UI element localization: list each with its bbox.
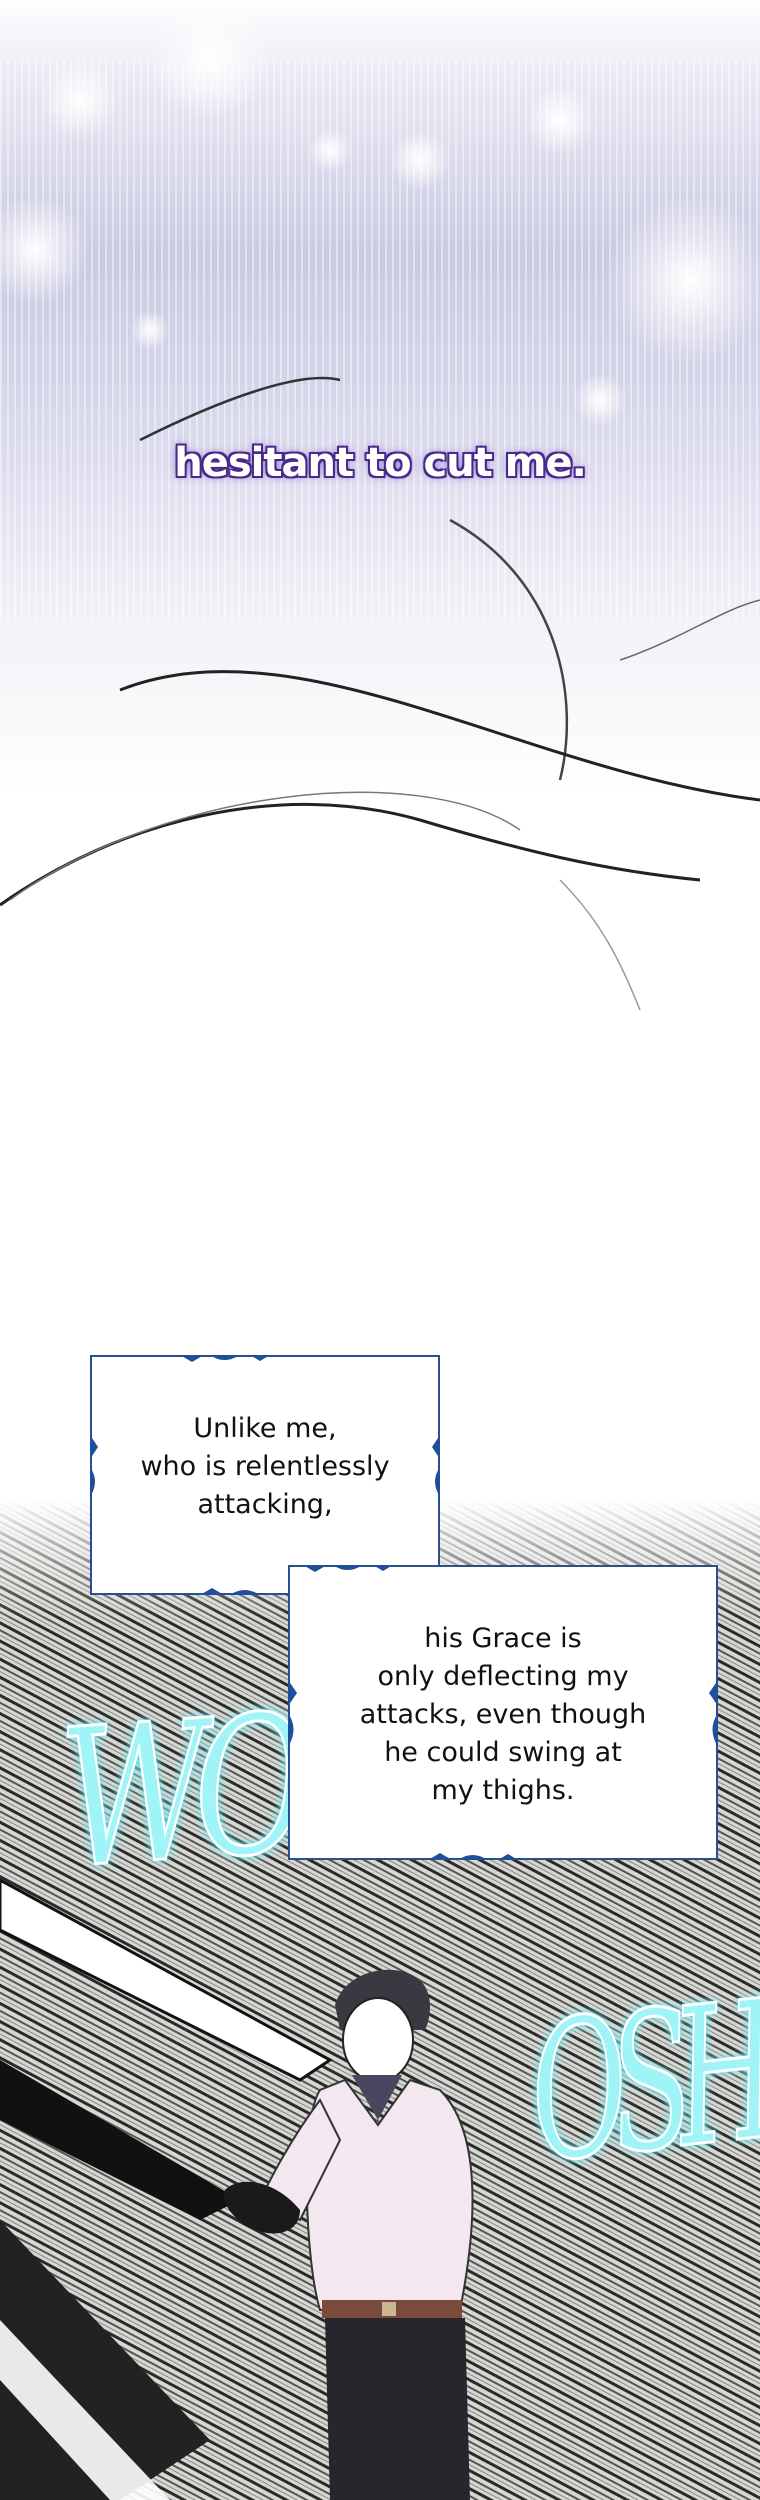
narration-2-line: my thighs.	[431, 1775, 575, 1806]
sky-background	[0, 0, 760, 1020]
narration-1-line: Unlike me,	[193, 1413, 337, 1444]
ornament-icon	[90, 1355, 440, 1595]
top-caption: hesitant to cut me.	[174, 440, 587, 486]
narration-2-line: he could swing at	[384, 1737, 622, 1768]
ornament-icon	[288, 1565, 718, 1860]
narration-2-line: attacks, even though	[359, 1699, 647, 1730]
character-figure	[223, 1969, 474, 2500]
top-panel	[0, 0, 760, 1020]
narration-2-line: his Grace is	[424, 1623, 582, 1654]
narration-2-line: only deflecting my	[377, 1661, 629, 1692]
narration-1-line: attacking,	[197, 1489, 333, 1520]
narration-1-line: who is relentlessly	[140, 1451, 390, 1482]
sfx-woosh-right: OSH	[519, 1960, 760, 2206]
narration-1-text: Unlike me, who is relentlessly attacking…	[90, 1410, 440, 1524]
narration-box-1: Unlike me, who is relentlessly attacking…	[90, 1355, 440, 1595]
box-frame	[288, 1565, 718, 1860]
box-frame	[90, 1355, 440, 1595]
narration-box-2: his Grace is only deflecting my attacks,…	[288, 1565, 718, 1860]
sfx-woosh-left: WO	[54, 1672, 305, 1911]
narration-2-text: his Grace is only deflecting my attacks,…	[288, 1620, 718, 1810]
